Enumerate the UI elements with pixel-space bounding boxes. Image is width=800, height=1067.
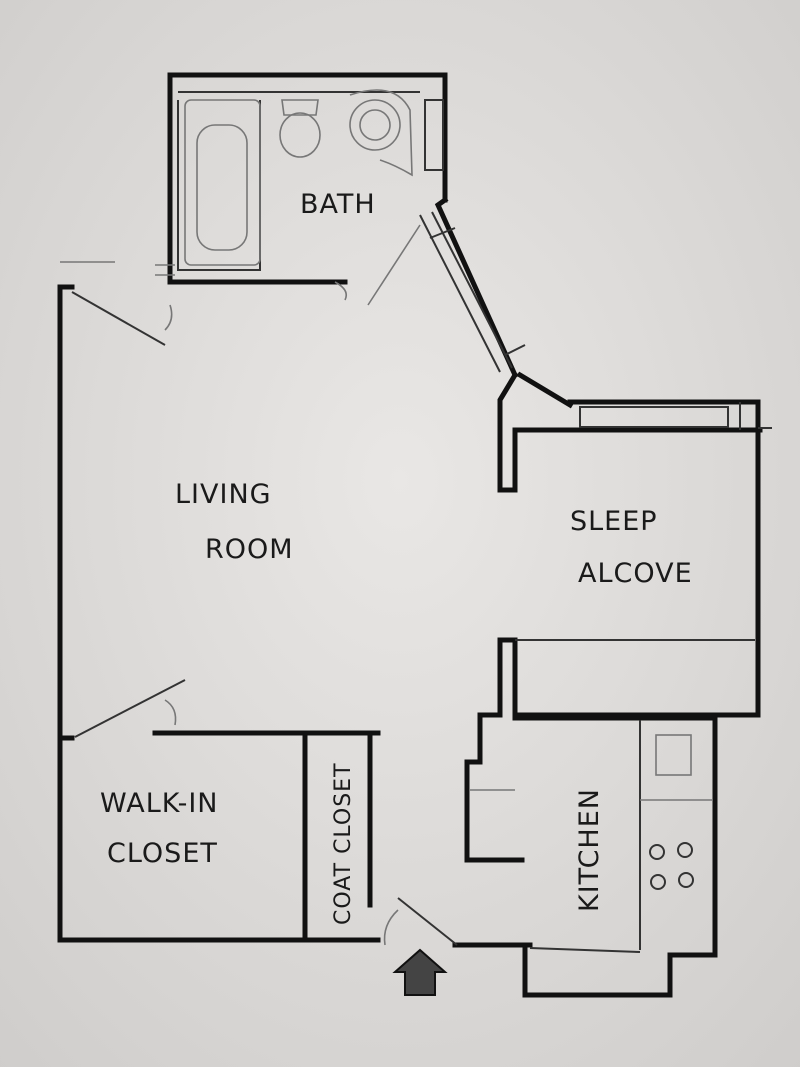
room-label-coat-closet: COAT CLOSET <box>331 762 356 925</box>
room-label-walkin-2: CLOSET <box>107 838 218 869</box>
entry-door-swing <box>71 291 166 346</box>
room-label-bath: BATH <box>300 189 376 220</box>
living-room <box>57 261 173 943</box>
sleep-alcove <box>497 399 772 718</box>
kitchen <box>452 712 718 998</box>
closets <box>57 679 381 943</box>
stove <box>649 842 694 890</box>
bathroom <box>155 72 448 306</box>
room-label-living-1: LIVING <box>175 479 272 510</box>
toilet <box>279 112 321 158</box>
front-door-arc <box>383 909 399 946</box>
walk-in-door-swing <box>74 679 186 738</box>
bath-window <box>424 99 444 171</box>
bathtub <box>184 99 261 266</box>
room-label-kitchen: KITCHEN <box>574 788 605 912</box>
diagonal-window-wall <box>419 196 574 493</box>
kitchen-sink <box>655 734 692 776</box>
room-label-sleep-1: SLEEP <box>570 506 658 537</box>
sink <box>349 99 401 151</box>
room-label-living-2: ROOM <box>205 534 294 565</box>
alcove-window <box>579 406 729 428</box>
room-label-walkin-1: WALK-IN <box>100 788 219 819</box>
up-arrow-icon <box>392 948 448 996</box>
room-label-sleep-2: ALCOVE <box>578 558 693 589</box>
front-door-swing <box>397 897 458 946</box>
